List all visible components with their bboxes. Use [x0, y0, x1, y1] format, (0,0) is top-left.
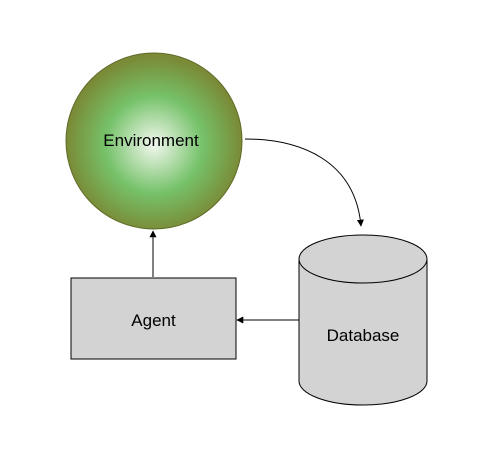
database-label: Database: [327, 326, 400, 345]
database-cylinder-body: [298, 259, 428, 406]
edge-environment-to-database: [244, 138, 364, 227]
database-node: Database: [298, 234, 428, 406]
environment-label: Environment: [103, 131, 199, 150]
agent-box: [70, 277, 237, 360]
database-cylinder-top: [298, 234, 428, 284]
agent-label: Agent: [131, 311, 176, 330]
environment-node: Environment: [65, 52, 243, 230]
agent-node: Agent: [70, 277, 237, 360]
environment-circle: [65, 52, 243, 230]
